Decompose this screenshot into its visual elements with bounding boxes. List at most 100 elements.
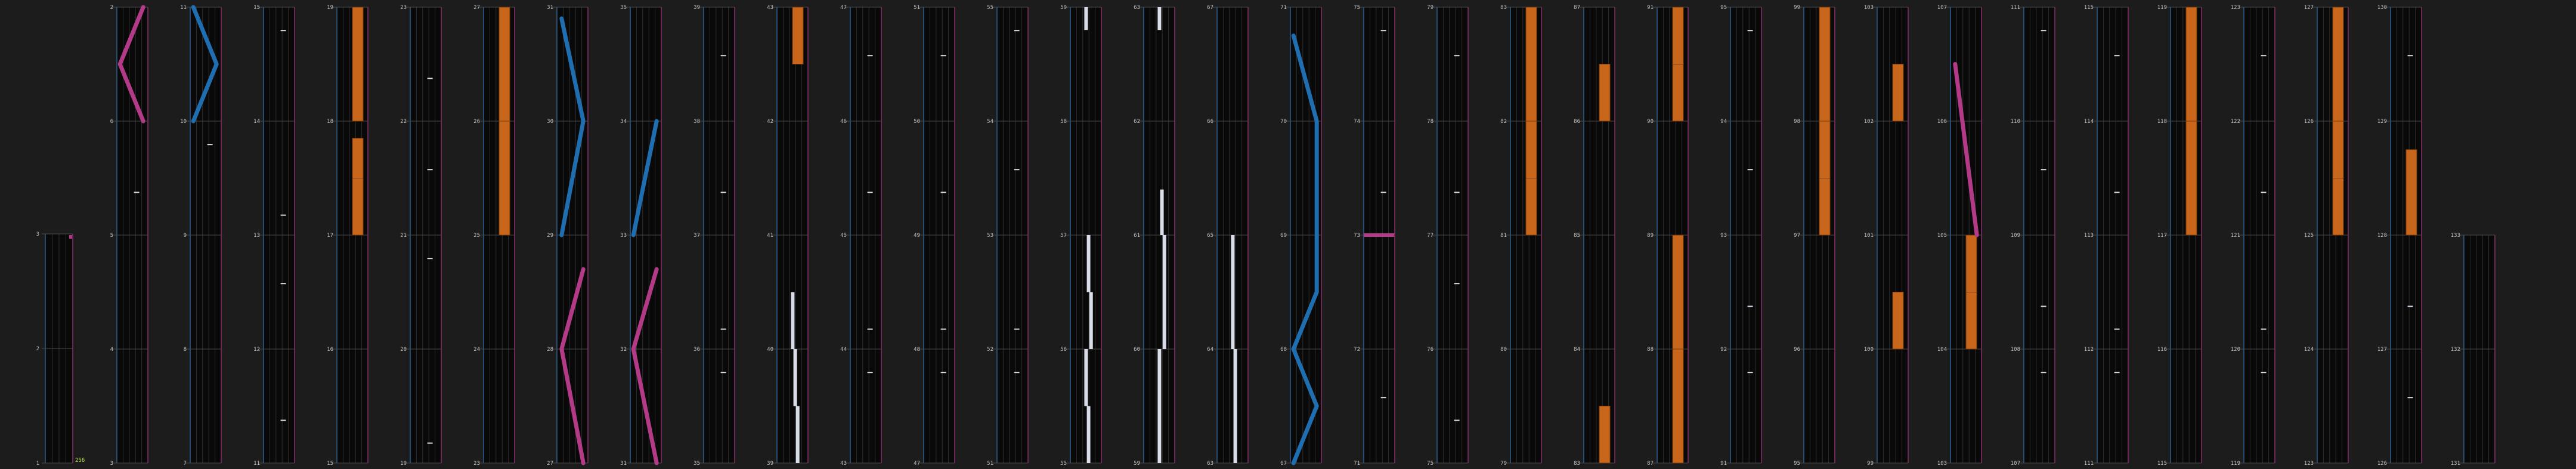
note-tick xyxy=(1014,30,1020,32)
column-row-label: 11 xyxy=(180,5,187,11)
column-row-label: 33 xyxy=(620,233,627,239)
column-row-label: 31 xyxy=(547,5,553,11)
column-row-label: 26 xyxy=(473,119,480,125)
column-row-label: 127 xyxy=(2377,347,2387,353)
column-row-label: 95 xyxy=(1720,5,1727,11)
note-tick xyxy=(427,169,433,171)
note-count-label: 256 xyxy=(75,458,85,464)
column-row-label: 35 xyxy=(620,5,627,11)
note-tick xyxy=(207,144,213,146)
note-bar xyxy=(1819,178,1831,236)
column-row-label: 39 xyxy=(693,5,700,11)
column-row-label: 133 xyxy=(2451,233,2460,239)
note-stair xyxy=(1089,292,1093,349)
note-stair xyxy=(791,292,795,349)
column-row-label: 116 xyxy=(2157,347,2167,353)
column-row-label: 87 xyxy=(1574,5,1580,11)
column-row-label: 31 xyxy=(620,461,627,467)
column-row-label: 99 xyxy=(1794,5,1800,11)
note-tick xyxy=(427,258,433,260)
automation-line xyxy=(631,267,659,465)
note-bar xyxy=(1599,64,1611,122)
column-row-label: 77 xyxy=(1427,233,1433,239)
panel-row-label: 2 xyxy=(36,346,39,352)
note-bar xyxy=(1525,121,1537,178)
column-row-label: 72 xyxy=(1354,347,1360,353)
column-row-label: 124 xyxy=(2304,347,2314,353)
column-row-label: 19 xyxy=(400,461,407,467)
note-tick xyxy=(1747,306,1753,307)
column-row-label: 68 xyxy=(1280,347,1287,353)
note-tick xyxy=(1747,372,1753,374)
column-row-label: 103 xyxy=(1864,5,1874,11)
note-tick xyxy=(1014,372,1020,374)
note-tick xyxy=(940,192,946,193)
column-row-label: 73 xyxy=(1354,233,1360,239)
note-tick xyxy=(2261,192,2267,193)
column-row-label: 66 xyxy=(1207,119,1213,125)
note-bar xyxy=(1672,7,1684,64)
note-stair xyxy=(1086,235,1091,292)
column-row-label: 59 xyxy=(1060,5,1067,11)
column-row-label: 62 xyxy=(1134,119,1140,125)
note-bar xyxy=(352,138,364,178)
note-stair xyxy=(793,349,797,406)
column-row-label: 22 xyxy=(400,119,407,125)
note-bar xyxy=(1525,7,1537,122)
column-row-label: 5 xyxy=(110,233,113,239)
automation-line xyxy=(191,5,219,124)
column-row-label: 79 xyxy=(1500,461,1507,467)
column-row-label: 28 xyxy=(547,347,553,353)
column-row-label: 11 xyxy=(253,461,260,467)
note-bar xyxy=(2185,121,2197,236)
column-row-label: 10 xyxy=(180,119,187,125)
column-row-label: 27 xyxy=(473,5,480,11)
note-bar xyxy=(2405,149,2417,236)
column-row-label: 110 xyxy=(2011,119,2020,125)
panel-row-label: 1 xyxy=(36,461,39,467)
column-row-label: 27 xyxy=(547,461,553,467)
column-row-label: 12 xyxy=(253,347,260,353)
note-tick xyxy=(1380,397,1386,399)
note-bar xyxy=(1599,406,1611,464)
column-row-label: 43 xyxy=(767,5,773,11)
column-row-label: 50 xyxy=(914,119,920,125)
column-row-label: 54 xyxy=(987,119,993,125)
column-row-label: 104 xyxy=(1937,347,1947,353)
column-row-label: 97 xyxy=(1794,233,1800,239)
automation-line xyxy=(117,5,145,124)
note-tick xyxy=(2114,192,2120,193)
column-row-label: 55 xyxy=(987,5,993,11)
column-row-label: 3 xyxy=(110,461,113,467)
note-tick xyxy=(720,328,726,330)
column-row-label: 84 xyxy=(1574,347,1580,353)
column-row-label: 71 xyxy=(1280,5,1287,11)
column-row-label: 21 xyxy=(400,233,407,239)
column-row-label: 39 xyxy=(767,461,773,467)
note-tick xyxy=(1454,419,1460,421)
note-tick xyxy=(867,55,873,57)
note-stair xyxy=(1157,7,1162,30)
note-stair xyxy=(1231,235,1235,349)
column-row-label: 38 xyxy=(693,119,700,125)
note-tick xyxy=(2114,372,2120,374)
panel-marker xyxy=(69,235,72,239)
note-tick xyxy=(2114,328,2120,330)
column-row-label: 99 xyxy=(1867,461,1874,467)
column-row-label: 24 xyxy=(473,347,480,353)
column-row-label: 19 xyxy=(327,5,333,11)
panel-row-label: 3 xyxy=(36,232,39,237)
column-row-label: 42 xyxy=(767,119,773,125)
column-row-label: 83 xyxy=(1574,461,1580,467)
column-row-label: 79 xyxy=(1427,5,1433,11)
column-row-label: 58 xyxy=(1060,119,1067,125)
note-stair xyxy=(1086,406,1091,463)
note-tick xyxy=(2114,55,2120,57)
column-row-label: 51 xyxy=(987,461,993,467)
note-tick xyxy=(2261,55,2267,57)
note-tick xyxy=(2407,397,2413,399)
column-row-label: 75 xyxy=(1427,461,1433,467)
automation-line xyxy=(559,16,586,237)
